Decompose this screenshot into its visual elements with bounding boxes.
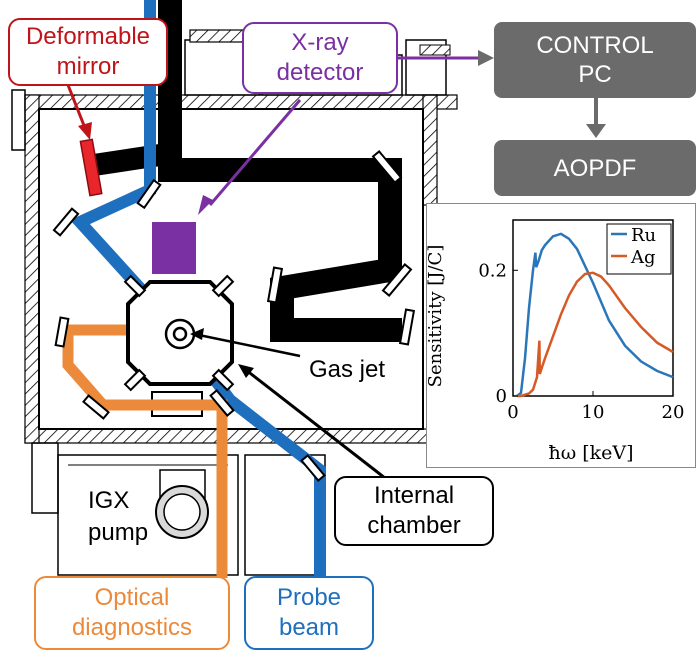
y-tick-label: 0.2 — [478, 260, 507, 281]
aopdf-label: AOPDF — [553, 154, 637, 182]
x-tick-label: 0 — [507, 402, 518, 423]
control-pc-line1: CONTROL — [536, 32, 654, 59]
y-tick-label: 0 — [496, 386, 507, 407]
legend-label-ag: Ag — [630, 247, 656, 268]
optical-diagnostics-line1: Optical — [94, 584, 170, 611]
xray-detector-line2: detector — [276, 59, 364, 86]
optical-diagnostics-line2: diagnostics — [71, 614, 193, 641]
optical-diagnostics-path — [62, 324, 228, 578]
internal-chamber-line1: Internal — [373, 482, 455, 509]
optical-diagnostics-label: Optical diagnostics — [34, 576, 230, 650]
gas-jet-label: Gas jet — [305, 355, 390, 384]
legend-box — [606, 223, 672, 275]
probe-beam-label: Probe beam — [244, 576, 374, 650]
deformable-mirror-label: Deformable mirror — [8, 18, 168, 86]
probe-beam-line1: Probe — [276, 584, 342, 611]
xray-detector-element — [152, 222, 196, 274]
series-line-ru — [516, 232, 674, 397]
legend-label-ru: Ru — [631, 225, 656, 246]
igx-pump-line2: pump — [88, 519, 149, 546]
series-line-ag — [517, 271, 674, 398]
y-axis-label: Sensitivity [J/C] — [427, 245, 446, 388]
series-layer — [516, 232, 674, 398]
x-axis-label: ħω [keV] — [548, 442, 633, 464]
tick-layer: 0 10 20 0 0.2 — [478, 260, 684, 423]
deformable-mirror-line2: mirror — [56, 53, 120, 80]
xray-detector-line1: X-ray — [291, 29, 349, 56]
deformable-mirror-line1: Deformable — [25, 23, 151, 50]
aopdf-box: AOPDF — [494, 140, 696, 196]
control-pc-line2: PC — [578, 61, 612, 88]
igx-pump-line1: IGX — [88, 487, 130, 514]
probe-beam-line2: beam — [278, 614, 340, 641]
steering-mirrors — [52, 149, 416, 482]
callout-arrows — [66, 50, 606, 480]
x-tick-label: 10 — [582, 402, 605, 423]
internal-chamber-element — [123, 274, 235, 392]
igx-pump-label: IGX pump — [88, 485, 148, 549]
internal-chamber-label: Internal chamber — [334, 476, 494, 546]
xray-detector-label: X-ray detector — [242, 22, 398, 94]
control-pc-box: CONTROL PC — [494, 22, 696, 98]
internal-chamber-line2: chamber — [367, 512, 461, 539]
deformable-mirror-element — [79, 138, 103, 197]
x-tick-label: 20 — [662, 402, 685, 423]
sensitivity-chart-svg: 0 10 20 0 0.2 Sensitivity [J/C] ħω [keV] RuA… — [425, 219, 684, 464]
